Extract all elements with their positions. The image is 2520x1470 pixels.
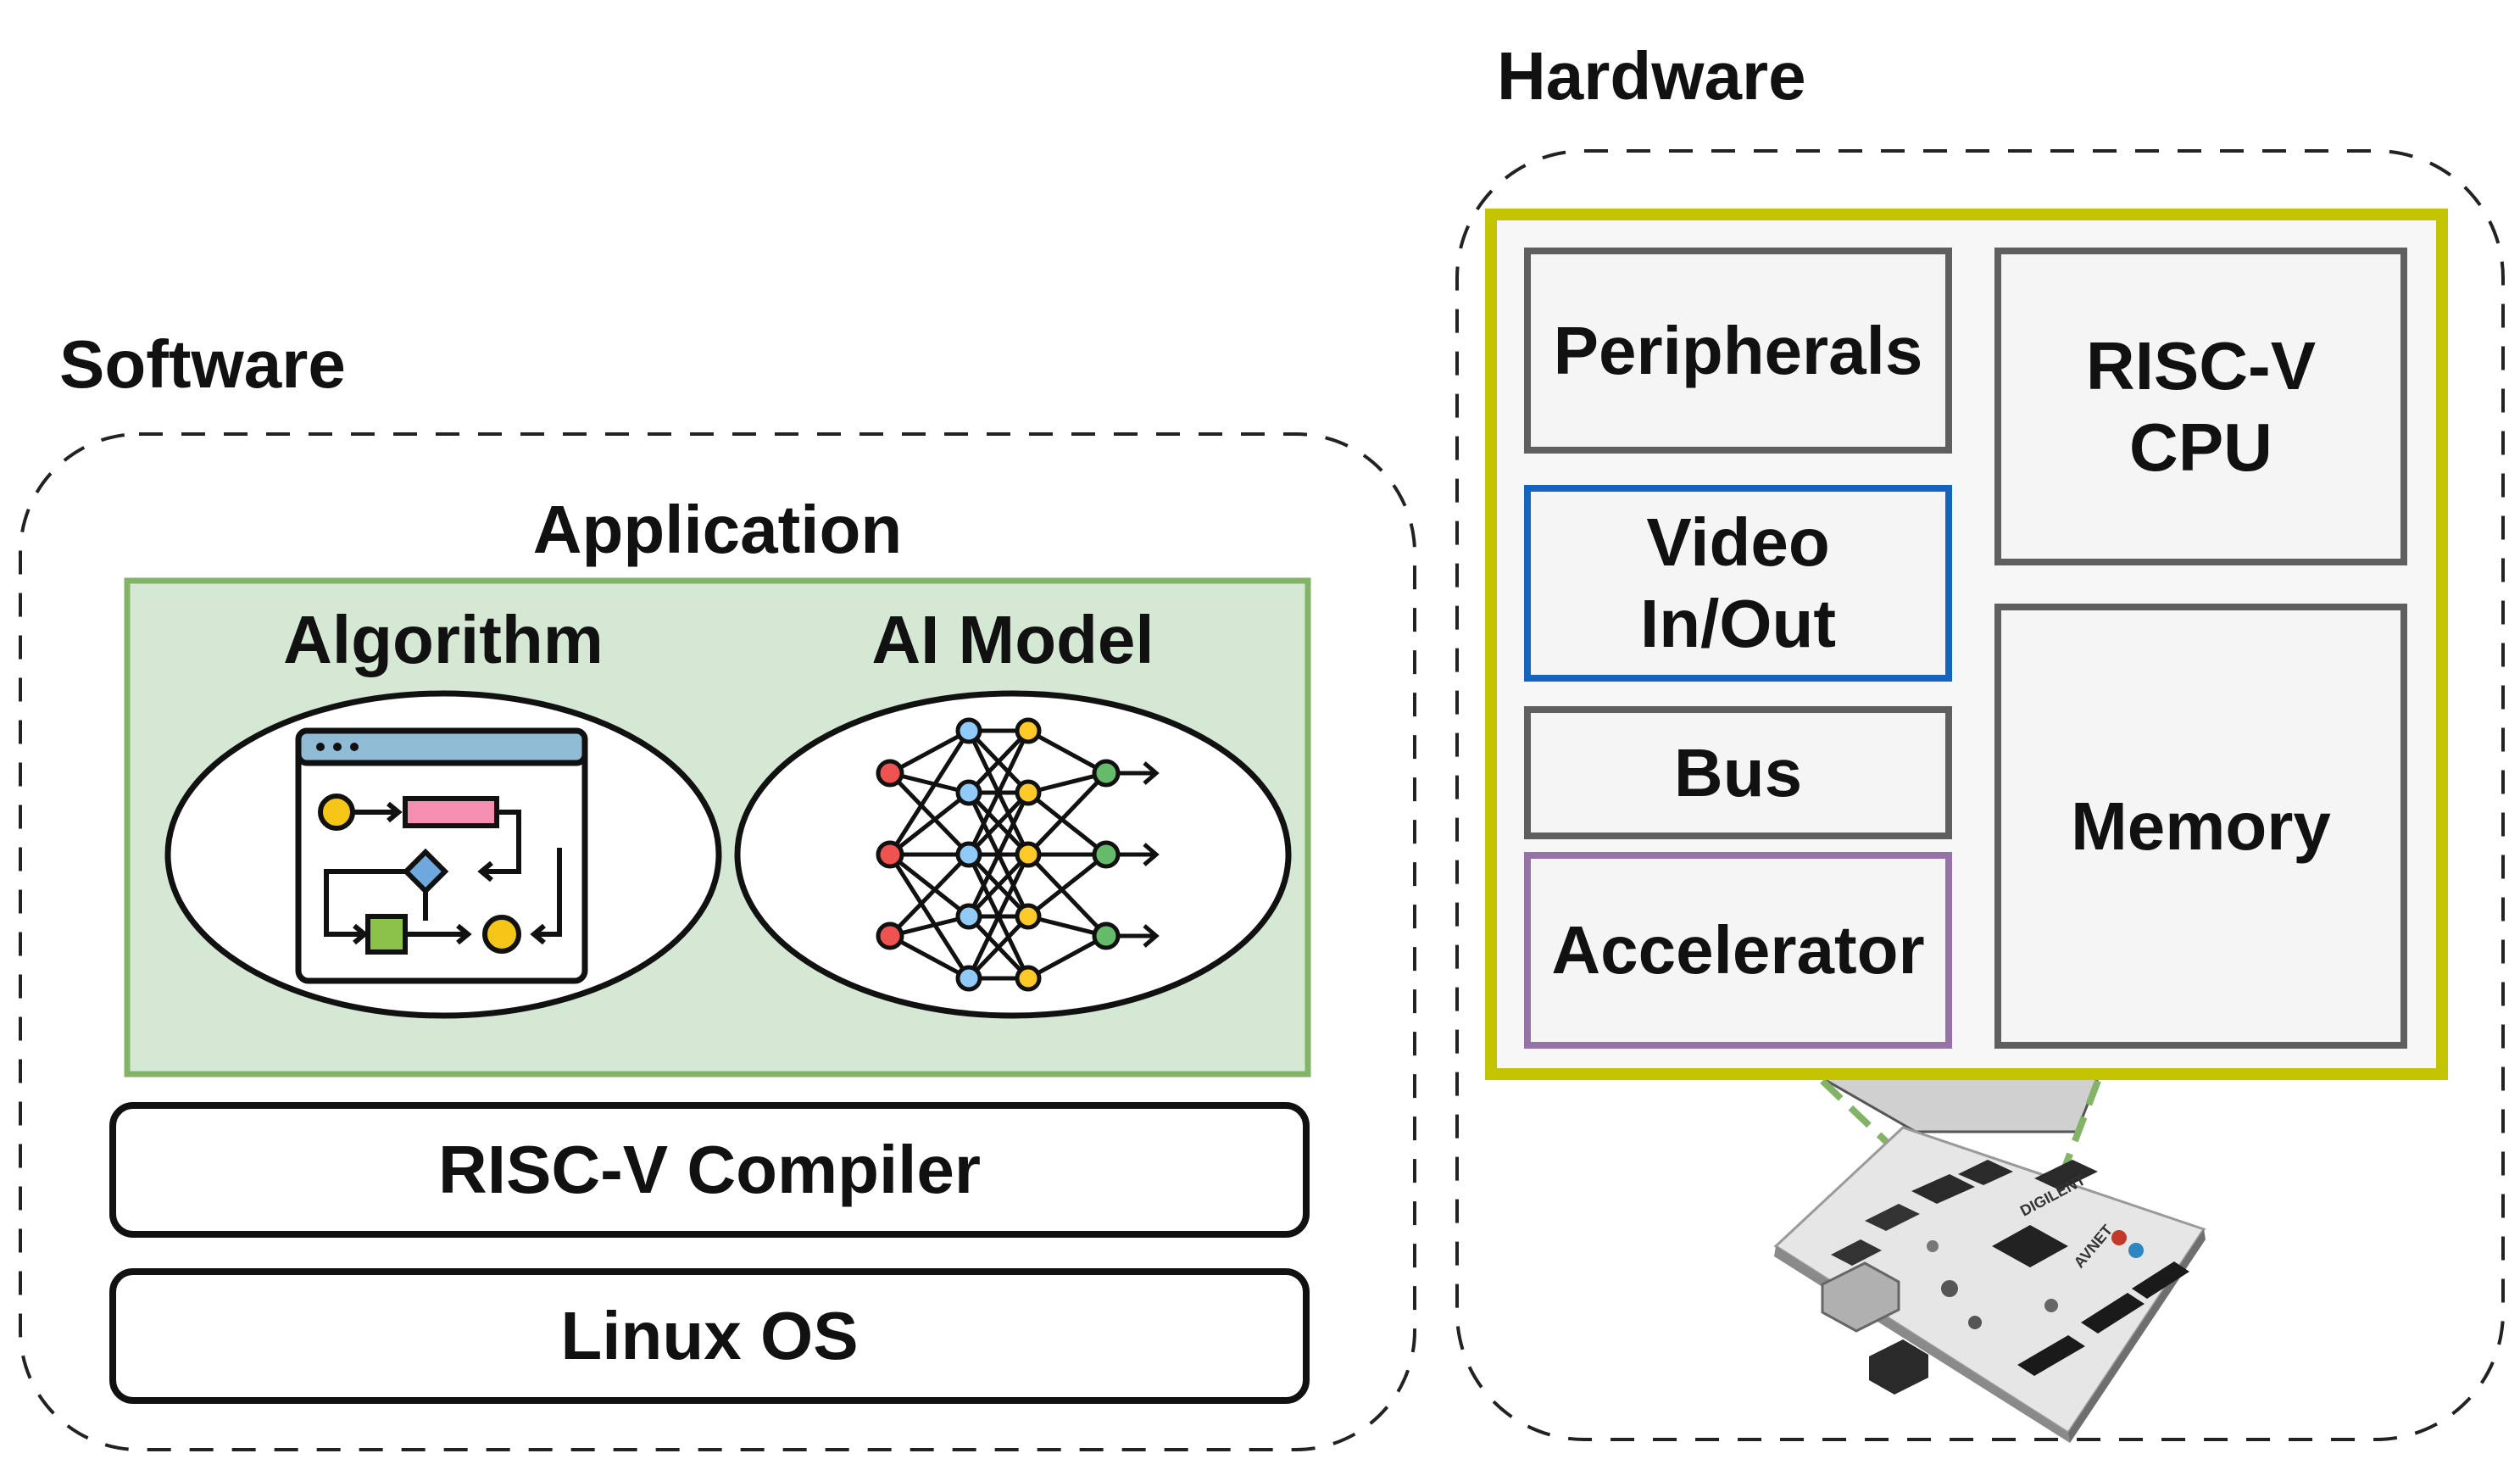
os-label: Linux OS — [560, 1298, 859, 1373]
cpu-label-line2: CPU — [2129, 409, 2272, 485]
fpga-board-image — [1773, 1126, 2206, 1443]
cpu-label-line1: RISC-V — [2085, 327, 2317, 404]
video-block: Video In/Out — [1524, 485, 1952, 682]
neural-network-icon — [876, 717, 1160, 992]
hardware-title: Hardware — [1497, 38, 1806, 114]
application-title: Application — [532, 492, 903, 567]
video-label-line1: Video — [1646, 504, 1830, 580]
peripherals-block: Peripherals — [1524, 248, 1952, 454]
cpu-block: RISC-V CPU — [1994, 248, 2407, 565]
algorithm-label: Algorithm — [283, 602, 604, 677]
software-title: Software — [59, 326, 346, 402]
software-container — [19, 432, 1416, 1451]
bus-block: Bus — [1524, 706, 1952, 839]
memory-block: Memory — [1994, 604, 2407, 1049]
flowchart-icon — [295, 727, 588, 984]
hardware-container — [1455, 149, 2505, 1441]
os-box — [109, 1268, 1310, 1404]
video-label-line2: In/Out — [1639, 586, 1837, 661]
compiler-box — [109, 1102, 1310, 1238]
ai-model-label: AI Model — [871, 602, 1154, 677]
accelerator-block: Accelerator — [1524, 852, 1952, 1049]
compiler-label: RISC-V Compiler — [437, 1132, 982, 1207]
